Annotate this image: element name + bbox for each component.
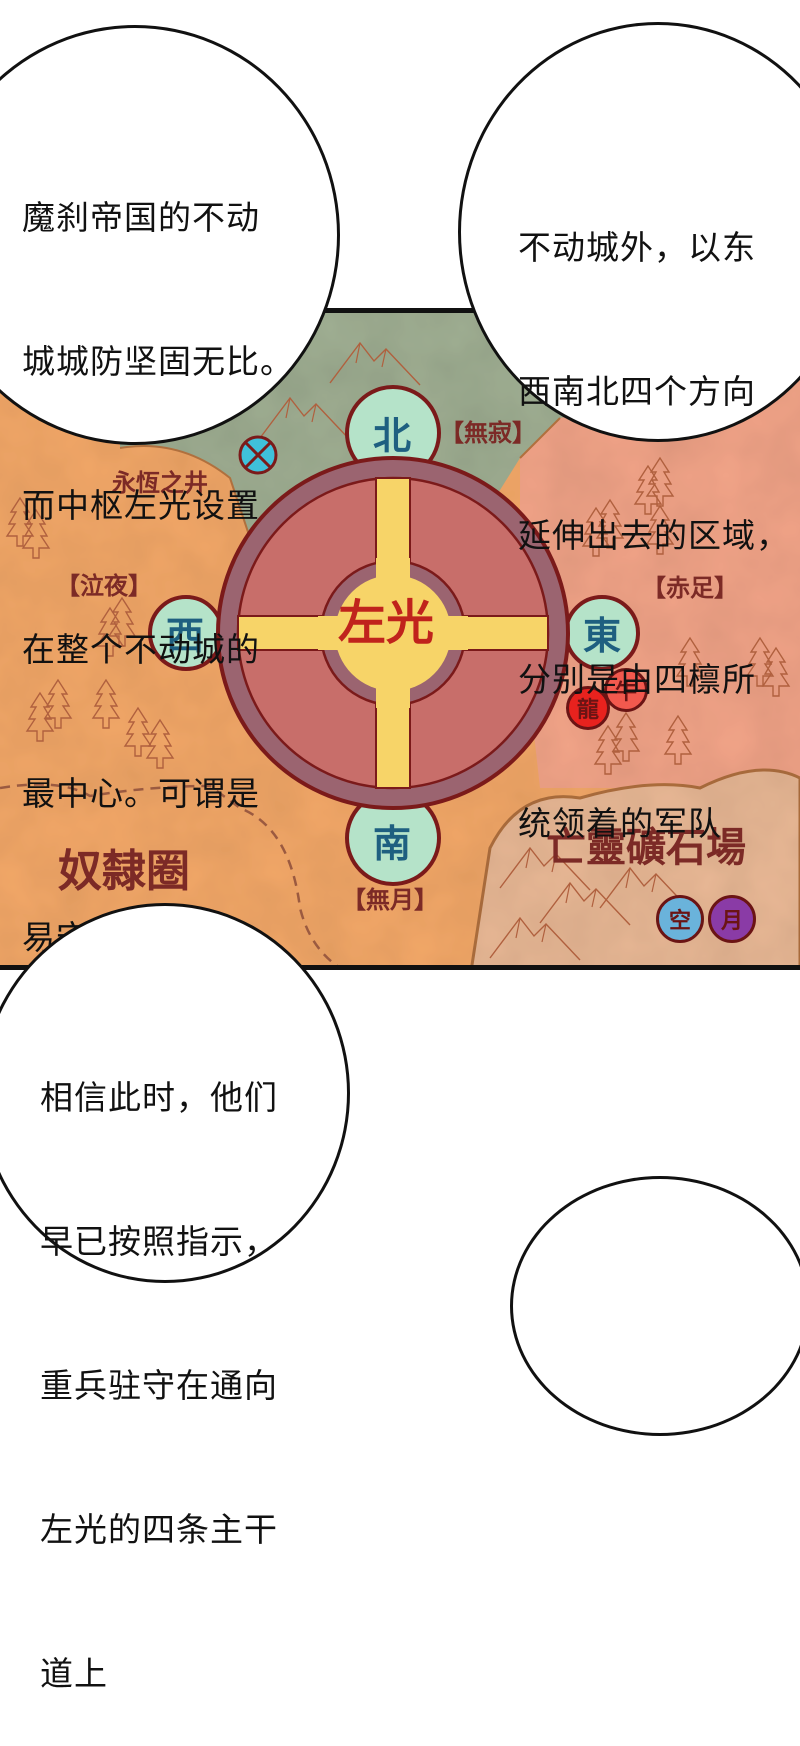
east-region bbox=[520, 378, 800, 788]
text-line: 不动城外，以东 bbox=[518, 228, 756, 267]
text-line: 西南北四个方向 bbox=[518, 372, 756, 411]
speech-text-top-right: 不动城外，以东 西南北四个方向 延伸出去的区域， 分别是由四檩所 统领着的军队 bbox=[518, 128, 790, 896]
speech-bubble-bottom-left bbox=[0, 903, 350, 1283]
speech-text-top-left: 魔刹帝国的不动 城城防坚固无比。 而中枢左光设置 在整个不动城的 最中心。可谓是… bbox=[22, 98, 294, 1010]
west-commander-label: 【泣夜】 bbox=[56, 571, 152, 600]
moon-token: 月 bbox=[708, 895, 756, 943]
text-line: 魔刹帝国的不动 bbox=[22, 198, 260, 237]
speech-bubble-top-right bbox=[458, 22, 800, 442]
text-line: 早已按照指示， bbox=[40, 1222, 278, 1261]
moon-token-label: 月 bbox=[720, 908, 743, 934]
text-line: 统领着的军队 bbox=[518, 804, 722, 843]
text-line: 城城防坚固无比。 bbox=[22, 342, 294, 381]
ox-token: 牛 bbox=[604, 668, 648, 712]
sky-token: 空 bbox=[656, 895, 704, 943]
dragon-token: 龍 bbox=[566, 686, 610, 730]
speech-text-bottom-left: 相信此时，他们 早已按照指示， 重兵驻守在通向 左光的四条主干 道上 bbox=[40, 978, 278, 1746]
text-line: 道上 bbox=[40, 1654, 108, 1693]
ox-token-label: 牛 bbox=[614, 679, 637, 705]
south-commander-label: 【無月】 bbox=[342, 885, 438, 914]
text-line: 分别是由四檩所 bbox=[518, 660, 756, 699]
west-label: 西 bbox=[166, 613, 205, 658]
north-commander-label: 【無寂】 bbox=[440, 418, 536, 447]
speech-bubble-bottom-right bbox=[510, 1176, 800, 1436]
slave-zone-border bbox=[0, 783, 339, 965]
dragon-token-label: 龍 bbox=[576, 697, 599, 723]
text-line: 而中枢左光设置 bbox=[22, 486, 260, 525]
text-line: 在整个不动城的 bbox=[22, 630, 260, 669]
south-label: 南 bbox=[373, 821, 412, 866]
direction-circles bbox=[148, 385, 640, 886]
north-label: 北 bbox=[373, 413, 412, 458]
center-label: 左光 bbox=[338, 595, 435, 651]
text-line: 左光的四条主干 bbox=[40, 1510, 278, 1549]
text-line: 重兵驻守在通向 bbox=[40, 1366, 278, 1405]
east-commander-label: 【赤足】 bbox=[642, 573, 738, 602]
text-line: 延伸出去的区域， bbox=[518, 516, 790, 555]
east-label: 東 bbox=[583, 613, 622, 658]
speech-bubble-top-left bbox=[0, 25, 340, 445]
text-line: 最中心。可谓是 bbox=[22, 774, 260, 813]
well-icon bbox=[238, 435, 278, 475]
text-line: 相信此时，他们 bbox=[40, 1078, 278, 1117]
sky-token-label: 空 bbox=[668, 908, 691, 934]
mine-label: 亡靈礦石場 bbox=[546, 824, 746, 871]
fortress bbox=[216, 456, 570, 810]
well-label: 永恆之井 bbox=[112, 468, 208, 497]
slave-zone-label: 奴隸圈 bbox=[58, 846, 190, 897]
